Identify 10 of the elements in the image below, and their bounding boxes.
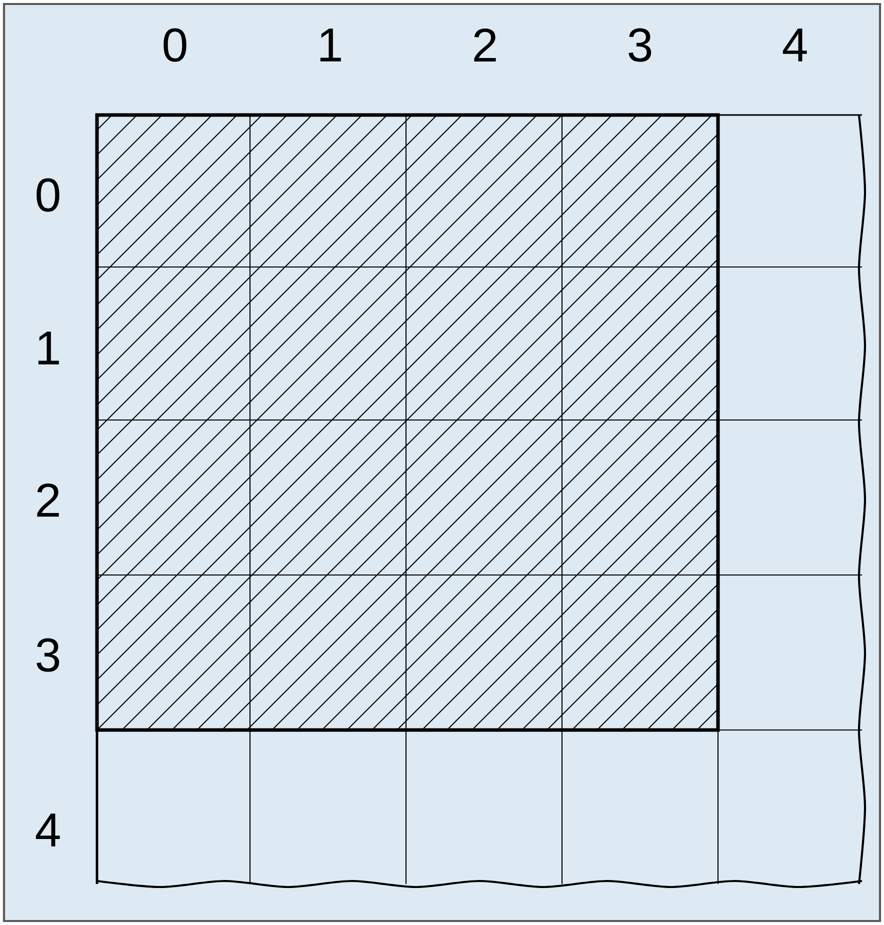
column-label: 3 (628, 28, 652, 62)
column-label: 0 (164, 28, 186, 62)
row-label: 2 (37, 483, 59, 517)
row-label: 4 (36, 814, 60, 846)
row-label: 3 (36, 638, 60, 672)
row-label: 0 (36, 178, 60, 212)
column-label: 1 (320, 28, 341, 62)
column-label: 2 (474, 28, 496, 62)
column-label: 4 (782, 28, 807, 62)
row-label: 1 (38, 332, 59, 364)
